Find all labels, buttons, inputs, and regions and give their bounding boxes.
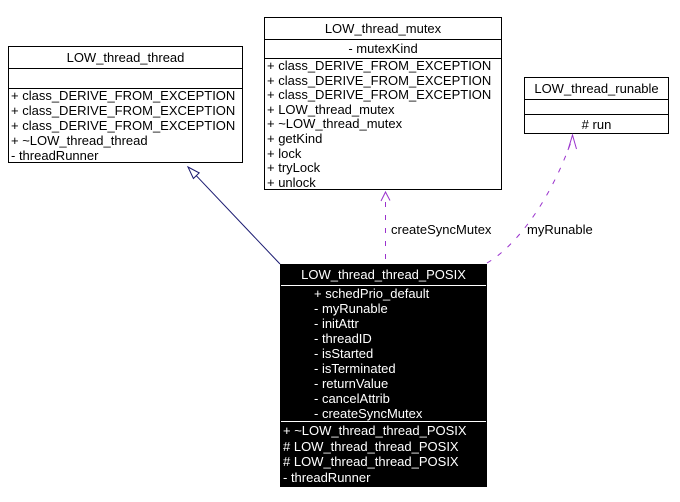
method-item: + ~LOW_thread_mutex — [267, 116, 403, 132]
method-item: + getKind — [267, 130, 323, 146]
method-item: + class_DERIVE_FROM_EXCEPTION — [11, 102, 236, 118]
class-title: LOW_thread_runable — [525, 78, 668, 100]
attribute-item: - createSyncMutex — [314, 406, 423, 421]
method-item: + tryLock — [267, 160, 321, 176]
methods-compartment: + class_DERIVE_FROM_EXCEPTION + class_DE… — [265, 58, 501, 190]
attribute-item: - cancelAttrib — [314, 391, 390, 406]
class-box-low-thread-runable[interactable]: LOW_thread_runable # run — [524, 77, 669, 134]
methods-compartment: + class_DERIVE_FROM_EXCEPTION + class_DE… — [9, 88, 242, 164]
attribute-item: - isStarted — [314, 346, 374, 361]
class-title: LOW_thread_mutex — [265, 18, 501, 40]
attributes-compartment-empty — [525, 100, 668, 115]
method-item: + class_DERIVE_FROM_EXCEPTION — [11, 88, 236, 103]
class-box-low-thread-thread-posix-focused[interactable]: LOW_thread_thread_POSIX + schedPrio_defa… — [280, 264, 487, 487]
method-item: - threadRunner — [11, 147, 99, 163]
attribute-item: - myRunable — [314, 301, 388, 316]
attribute-item: + schedPrio_default — [314, 286, 430, 301]
method-item: + unlock — [267, 174, 316, 190]
method-item: + class_DERIVE_FROM_EXCEPTION — [11, 117, 236, 133]
method-item: + ~LOW_thread_thread — [11, 132, 148, 148]
method-item: + ~LOW_thread_thread_POSIX — [283, 423, 467, 438]
attribute-item: - isTerminated — [314, 361, 396, 376]
method-item: + lock — [267, 145, 302, 161]
attributes-compartment-empty — [9, 69, 242, 89]
method-item: + class_DERIVE_FROM_EXCEPTION — [267, 58, 492, 73]
methods-compartment: # run — [525, 115, 668, 134]
method-item: + class_DERIVE_FROM_EXCEPTION — [267, 72, 492, 88]
usage-arrowhead-icon — [567, 133, 577, 151]
method-item: + class_DERIVE_FROM_EXCEPTION — [267, 87, 492, 103]
class-title: LOW_thread_thread — [9, 47, 242, 69]
attribute-item: - threadID — [314, 331, 372, 346]
method-item: # run — [581, 117, 612, 132]
class-box-low-thread-mutex[interactable]: LOW_thread_mutex - mutexKind + class_DER… — [264, 17, 502, 190]
attribute-item: - returnValue — [314, 376, 389, 391]
inheritance-arrowhead-icon — [186, 165, 201, 180]
methods-compartment: + ~LOW_thread_thread_POSIX # LOW_thread_… — [281, 422, 486, 485]
edge-label-myrunable: myRunable — [527, 222, 593, 237]
method-item: + LOW_thread_mutex — [267, 101, 395, 117]
method-item: # LOW_thread_thread_POSIX — [283, 454, 459, 470]
class-title: LOW_thread_thread_POSIX — [281, 265, 486, 286]
method-item: # LOW_thread_thread_POSIX — [283, 438, 459, 454]
attributes-compartment: + schedPrio_default - myRunable - initAt… — [281, 286, 486, 422]
method-item: - threadRunner — [283, 469, 371, 485]
usage-arrowhead-icon — [380, 190, 391, 202]
class-box-low-thread-thread[interactable]: LOW_thread_thread + class_DERIVE_FROM_EX… — [8, 46, 243, 163]
attribute-item: - initAttr — [314, 316, 359, 331]
edge-label-createsyncmutex: createSyncMutex — [391, 222, 492, 237]
attributes-compartment: - mutexKind — [265, 40, 501, 59]
